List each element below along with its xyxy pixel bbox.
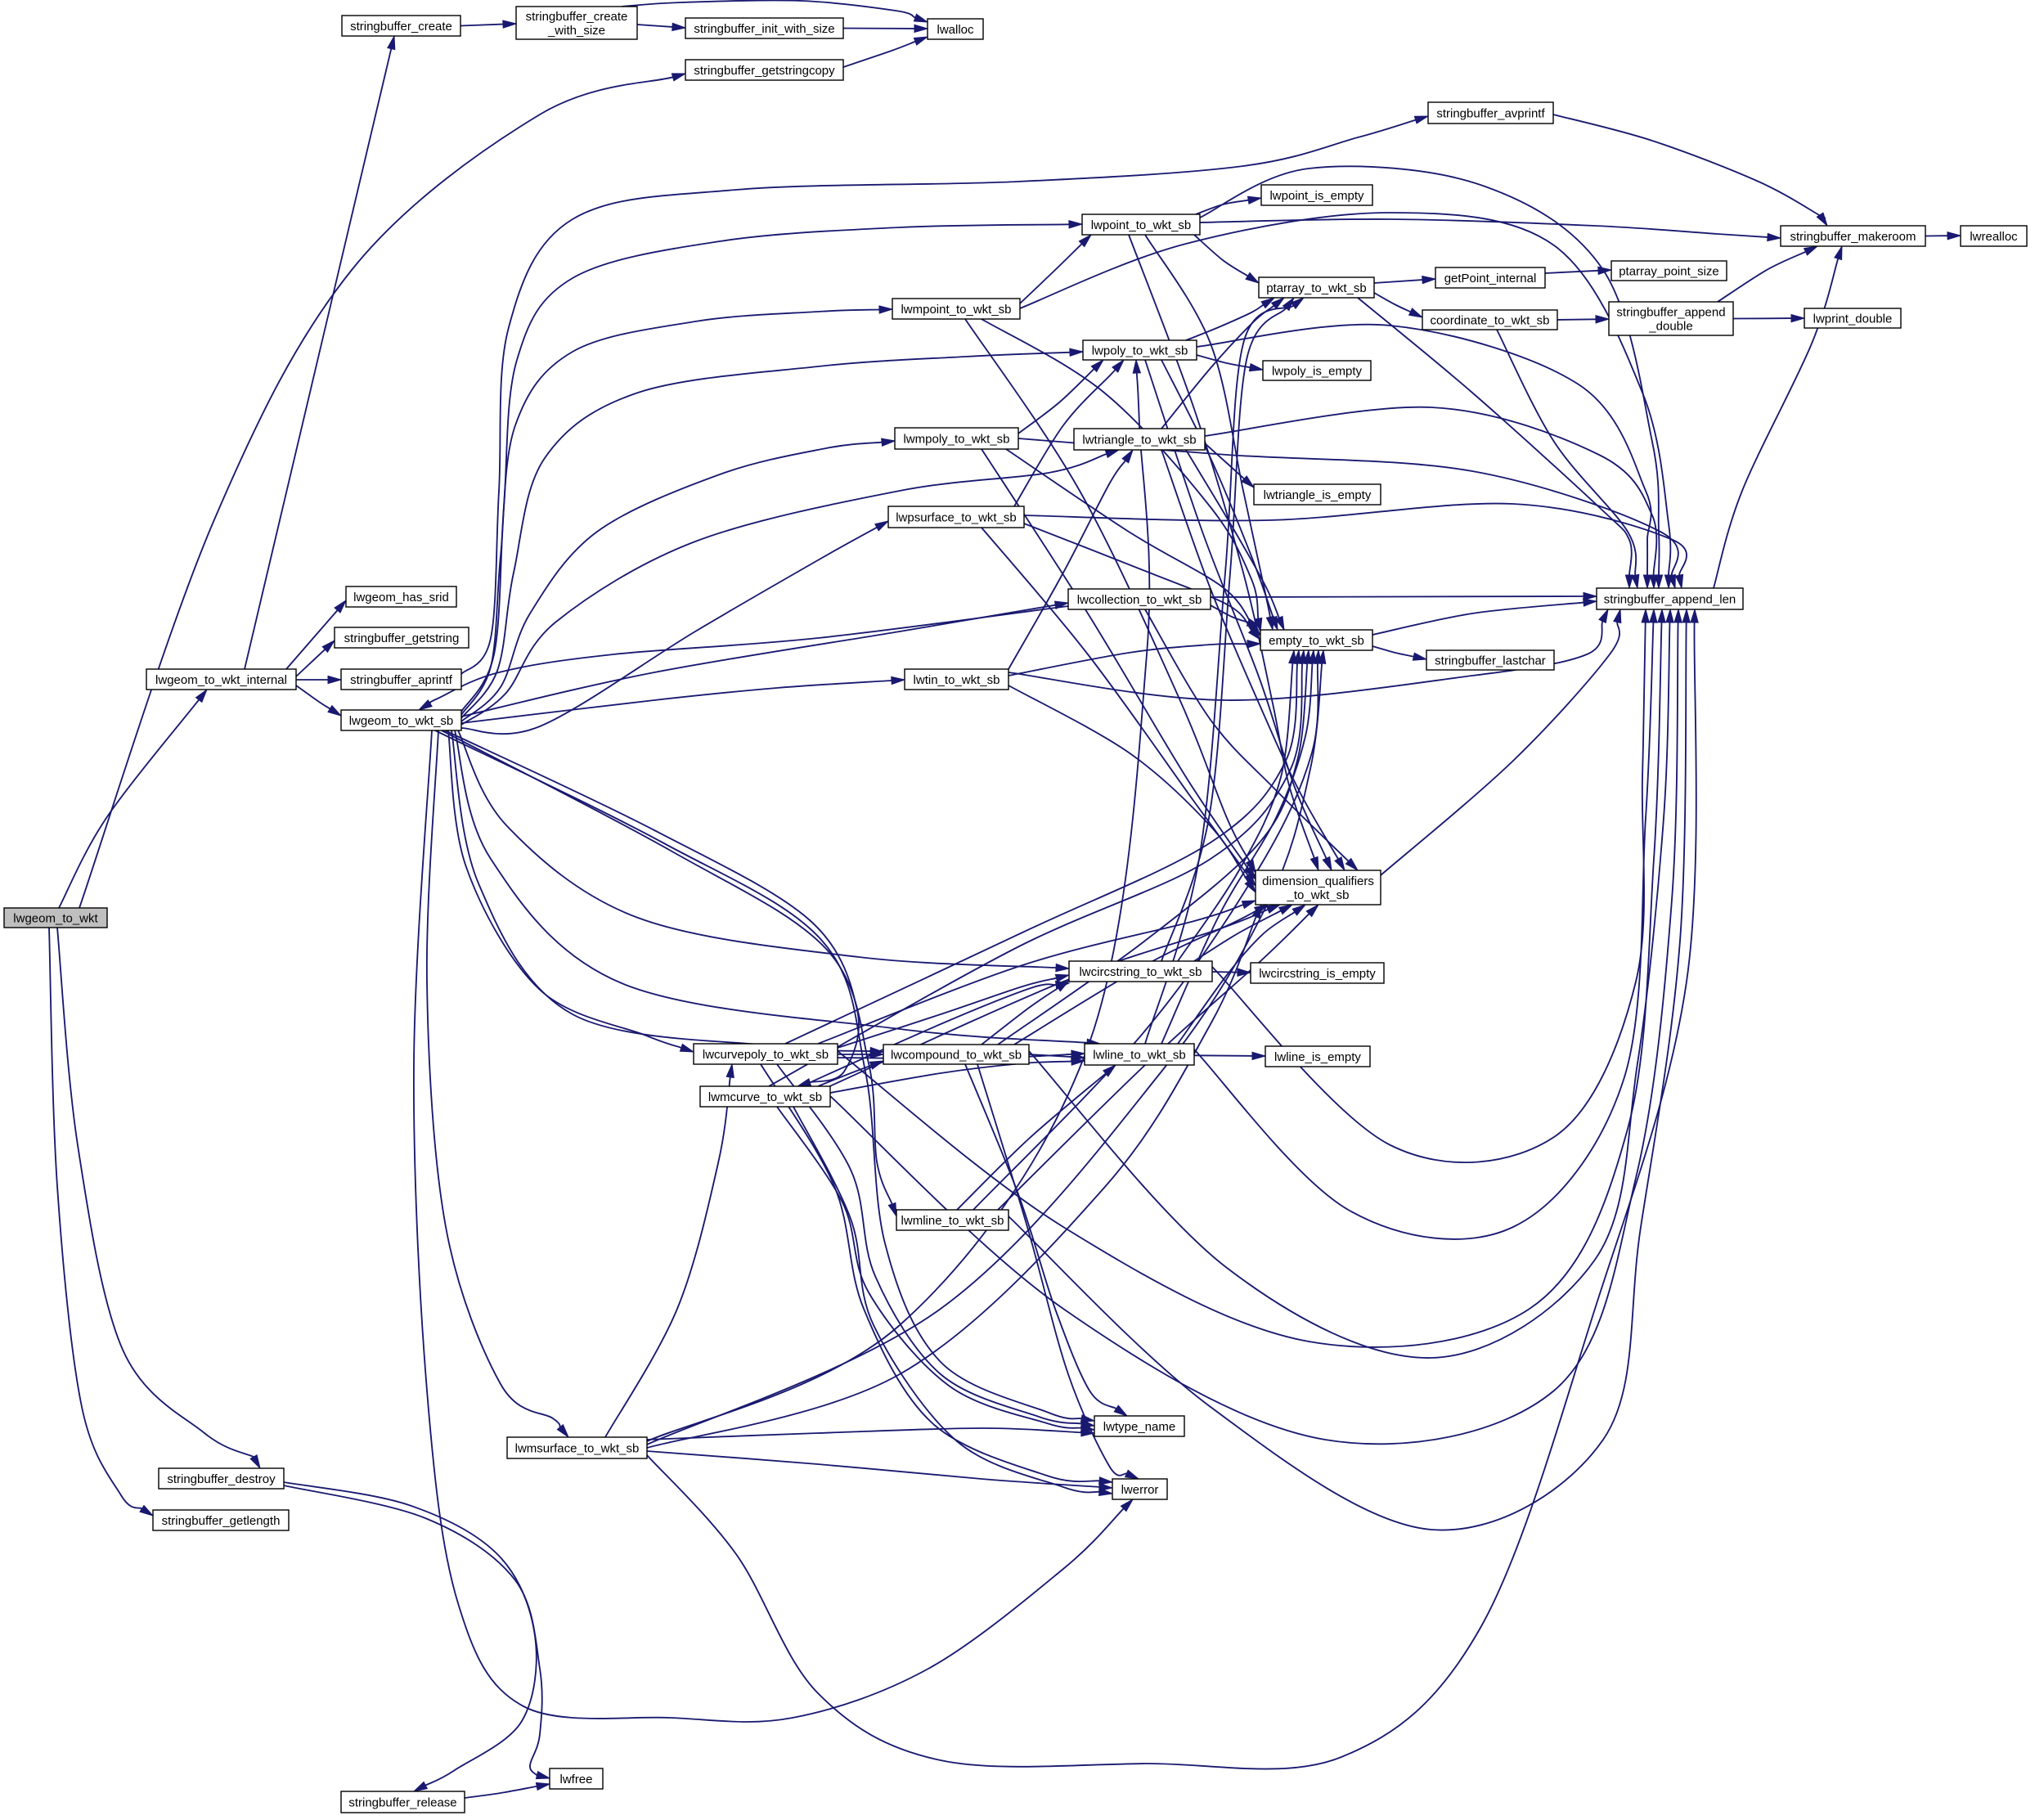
svg-text:lwtriangle_is_empty: lwtriangle_is_empty [1264,488,1372,502]
svg-text:lwpoint_to_wkt_sb: lwpoint_to_wkt_sb [1091,218,1192,232]
svg-text:lwalloc: lwalloc [937,23,974,37]
svg-text:stringbuffer_makeroom: stringbuffer_makeroom [1790,230,1916,244]
svg-text:lwgeom_to_wkt_sb: lwgeom_to_wkt_sb [349,714,454,728]
svg-text:stringbuffer_append_len: stringbuffer_append_len [1604,592,1736,606]
svg-text:lwcircstring_to_wkt_sb: lwcircstring_to_wkt_sb [1079,965,1202,979]
svg-text:lwgeom_to_wkt: lwgeom_to_wkt [13,911,98,925]
svg-text:lwgeom_has_srid: lwgeom_has_srid [353,591,449,604]
svg-text:_to_wkt_sb: _to_wkt_sb [1287,888,1350,902]
svg-text:lwerror: lwerror [1121,1483,1159,1497]
svg-text:stringbuffer_create: stringbuffer_create [526,10,628,24]
svg-text:lwmsurface_to_wkt_sb: lwmsurface_to_wkt_sb [515,1441,640,1455]
svg-text:lwpoly_to_wkt_sb: lwpoly_to_wkt_sb [1092,344,1188,357]
svg-text:lwprint_double: lwprint_double [1813,312,1893,326]
svg-text:_double: _double [1648,319,1692,333]
svg-text:empty_to_wkt_sb: empty_to_wkt_sb [1269,634,1364,648]
svg-text:lwmpoint_to_wkt_sb: lwmpoint_to_wkt_sb [901,303,1011,317]
svg-text:lwcurvepoly_to_wkt_sb: lwcurvepoly_to_wkt_sb [703,1048,829,1062]
svg-text:lwmline_to_wkt_sb: lwmline_to_wkt_sb [901,1214,1004,1228]
svg-text:stringbuffer_getlength: stringbuffer_getlength [162,1514,281,1528]
svg-text:stringbuffer_create: stringbuffer_create [350,20,452,34]
svg-text:lwtype_name: lwtype_name [1103,1420,1175,1434]
svg-text:_with_size: _with_size [547,24,605,38]
svg-text:stringbuffer_getstringcopy: stringbuffer_getstringcopy [694,64,835,78]
svg-text:dimension_qualifiers: dimension_qualifiers [1262,874,1374,888]
svg-text:stringbuffer_init_with_size: stringbuffer_init_with_size [694,22,834,36]
svg-text:lwcompound_to_wkt_sb: lwcompound_to_wkt_sb [891,1048,1022,1062]
svg-text:lwpoly_is_empty: lwpoly_is_empty [1272,364,1363,378]
svg-text:getPoint_internal: getPoint_internal [1444,272,1537,285]
svg-text:coordinate_to_wkt_sb: coordinate_to_wkt_sb [1431,313,1550,327]
svg-text:stringbuffer_avprintf: stringbuffer_avprintf [1436,106,1545,120]
svg-text:ptarray_point_size: ptarray_point_size [1619,264,1719,278]
svg-text:lwline_to_wkt_sb: lwline_to_wkt_sb [1093,1048,1185,1062]
svg-text:lwrealloc: lwrealloc [1970,230,2018,244]
svg-text:lwpsurface_to_wkt_sb: lwpsurface_to_wkt_sb [896,510,1017,524]
svg-text:stringbuffer_aprintf: stringbuffer_aprintf [350,673,453,687]
svg-text:lwfree: lwfree [559,1773,592,1786]
svg-text:lwtriangle_to_wkt_sb: lwtriangle_to_wkt_sb [1082,433,1196,447]
svg-text:lwcircstring_is_empty: lwcircstring_is_empty [1259,967,1376,981]
svg-text:lwmcurve_to_wkt_sb: lwmcurve_to_wkt_sb [708,1090,822,1104]
svg-text:stringbuffer_append: stringbuffer_append [1616,305,1725,319]
svg-text:lwpoint_is_empty: lwpoint_is_empty [1269,189,1364,203]
svg-text:lwgeom_to_wkt_internal: lwgeom_to_wkt_internal [155,673,287,687]
svg-text:lwline_is_empty: lwline_is_empty [1274,1050,1361,1064]
svg-text:stringbuffer_release: stringbuffer_release [348,1795,456,1809]
svg-text:stringbuffer_getstring: stringbuffer_getstring [344,631,460,645]
svg-text:lwmpoly_to_wkt_sb: lwmpoly_to_wkt_sb [903,432,1009,446]
svg-text:lwcollection_to_wkt_sb: lwcollection_to_wkt_sb [1077,593,1202,607]
svg-text:lwtin_to_wkt_sb: lwtin_to_wkt_sb [914,673,1000,687]
svg-text:ptarray_to_wkt_sb: ptarray_to_wkt_sb [1266,281,1367,295]
svg-text:stringbuffer_lastchar: stringbuffer_lastchar [1435,654,1546,667]
svg-text:stringbuffer_destroy: stringbuffer_destroy [167,1472,276,1486]
